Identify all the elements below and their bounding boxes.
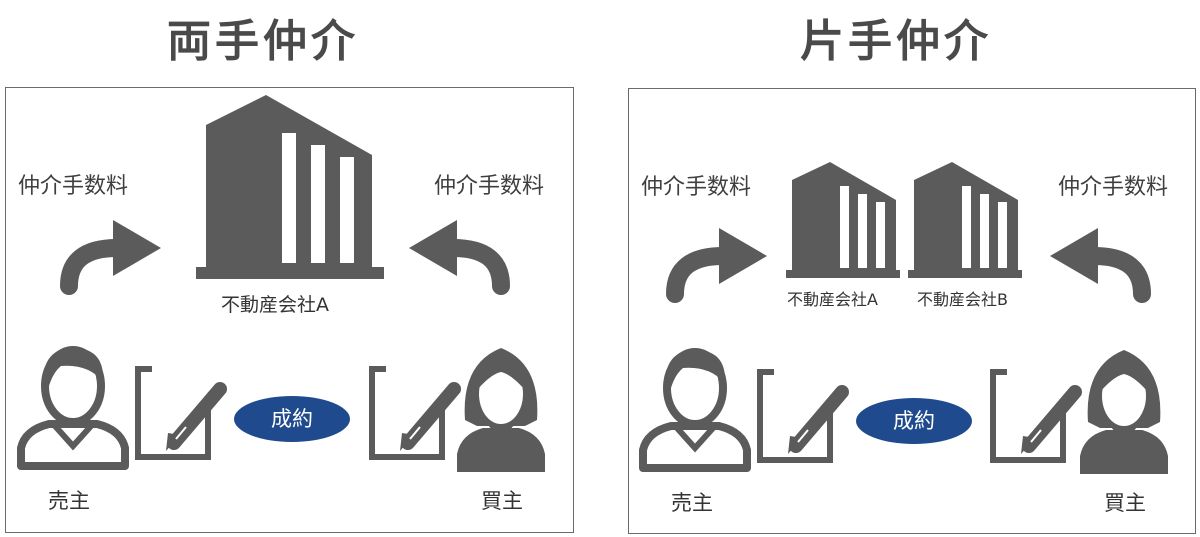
right-title: 片手仲介 (800, 16, 992, 67)
right-fee-label-buyer-side: 仲介手数料 (1058, 175, 1169, 200)
left-buyer-label: 買主 (481, 489, 523, 513)
right-buyer-label: 買主 (1104, 491, 1146, 515)
right-curved-arrow-right-icon (666, 228, 767, 303)
buyer-person-icon (457, 348, 545, 472)
left-fee-label-seller-side: 仲介手数料 (18, 174, 129, 199)
deal-badge: 成約 (234, 396, 350, 442)
contract-pen-icon (369, 363, 462, 460)
right-curved-arrow-left-icon (1050, 228, 1151, 303)
left-curved-arrow-left-icon (409, 220, 510, 295)
seller-person-icon (17, 346, 129, 470)
right-fee-label-seller-side: 仲介手数料 (641, 175, 752, 200)
right-company-b-label: 不動産会社B (917, 290, 1008, 309)
deal-badge-label: 成約 (271, 406, 313, 431)
building-icon (196, 95, 384, 279)
left-fee-label-buyer-side: 仲介手数料 (434, 174, 545, 199)
seller-person-icon (639, 348, 751, 472)
building-a-icon (786, 162, 900, 278)
deal-badge: 成約 (856, 398, 972, 444)
right-seller-label: 売主 (671, 491, 713, 515)
building-b-icon (908, 162, 1022, 278)
contract-pen-icon (757, 366, 850, 463)
contract-pen-icon (990, 366, 1083, 463)
left-curved-arrow-right-icon (60, 220, 161, 295)
contract-pen-icon (135, 363, 228, 460)
buyer-person-icon (1080, 350, 1168, 474)
right-company-a-label: 不動産会社A (787, 290, 878, 309)
deal-badge-label: 成約 (893, 408, 935, 433)
left-seller-label: 売主 (48, 489, 90, 513)
company-a-label: 不動産会社A (221, 294, 329, 316)
left-title: 両手仲介 (167, 16, 359, 67)
